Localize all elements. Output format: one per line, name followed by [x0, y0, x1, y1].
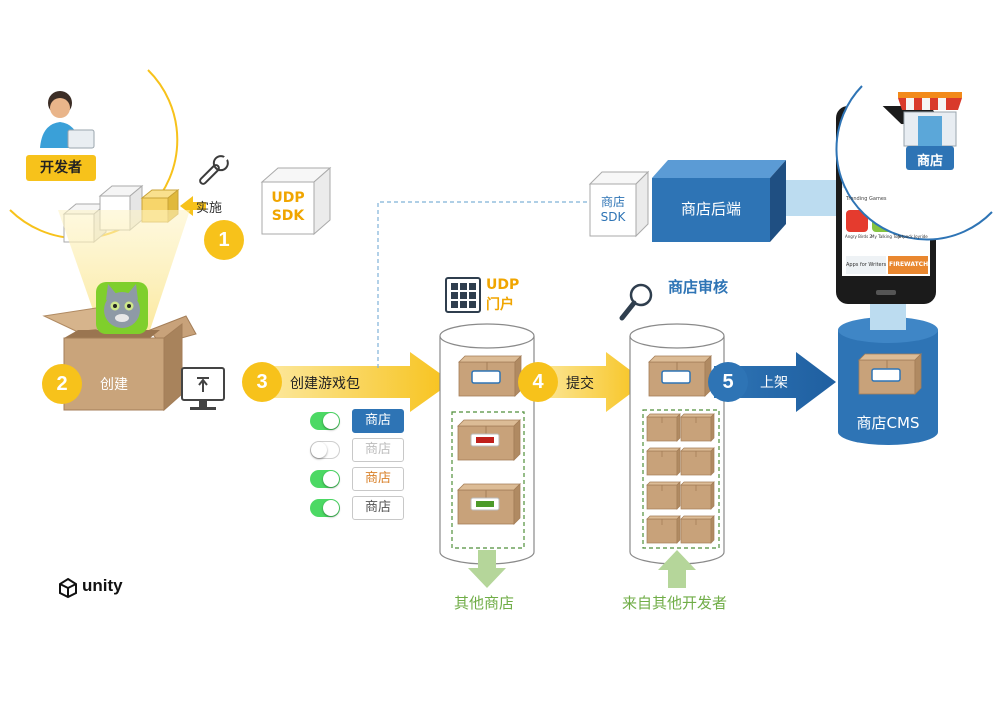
phone-game-3: Jetpack Joyride	[898, 234, 928, 239]
light-beam	[58, 210, 190, 330]
udp-sdk-label-1: UDP	[271, 190, 305, 206]
store-badge-label: 商店	[916, 154, 943, 169]
from-other-developers-arrow	[658, 550, 696, 588]
wrench-icon	[199, 155, 229, 185]
store-tag-4: 商店	[352, 496, 404, 520]
step-1-badge: 1	[204, 220, 244, 260]
store-sdk-cube	[588, 170, 650, 238]
store-backend-label: 商店后端	[680, 200, 741, 218]
store-toggle-3[interactable]	[310, 470, 340, 488]
storefront-icon	[898, 92, 962, 147]
store-area-arc	[835, 85, 993, 241]
udp-portal-label-1: UDP	[486, 277, 520, 293]
store-tag-3: 商店	[352, 467, 404, 491]
magnifier-icon	[619, 283, 653, 321]
publish-arrow	[714, 352, 836, 412]
store-toggle-4[interactable]	[310, 499, 340, 517]
portal-grid-icon	[445, 277, 481, 313]
submit-label: 提交	[566, 376, 594, 392]
store-badge-bg	[906, 146, 954, 170]
store-tag-2: 商店	[352, 438, 404, 462]
backend-phone-connector	[786, 180, 844, 216]
step-4-badge: 4	[518, 362, 558, 402]
store-tag-1: 商店	[352, 409, 404, 433]
to-other-stores-arrow	[468, 550, 506, 588]
sdk-connection-line	[377, 201, 596, 368]
unity-logo-text: unity	[82, 576, 123, 595]
portal-store-packages-group	[451, 411, 525, 549]
step-2-badge: 2	[42, 364, 82, 404]
create-package-arrow	[262, 352, 452, 412]
developer-label: 开发者	[26, 155, 96, 181]
store-sdk-label-2: SDK	[600, 210, 626, 224]
phone-game-1: Angry Birds 2	[845, 234, 872, 239]
unity-logo-icon	[59, 577, 77, 599]
game-icon	[96, 282, 148, 334]
submit-arrow	[534, 352, 646, 412]
step-5-badge: 5	[708, 362, 748, 402]
monitor-upload-icon	[181, 367, 225, 410]
phone-section-title: Trending Games	[846, 196, 887, 202]
udp-sdk-cube	[260, 166, 332, 236]
store-sdk-label-1: 商店	[600, 195, 625, 209]
developer-avatar	[40, 91, 95, 149]
step-3-badge: 3	[242, 362, 282, 402]
store-review-label: 商店审核	[668, 278, 729, 296]
phone-banner-right: FIREWATCH	[889, 261, 929, 268]
other-developers-packages-group	[642, 409, 720, 549]
phone-banner-left: Apps for Writers	[846, 262, 887, 268]
udp-portal-label-2: 门户	[486, 297, 514, 313]
publish-label: 上架	[760, 375, 788, 391]
store-backend-block	[652, 160, 786, 242]
create-package-label: 创建游戏包	[290, 376, 360, 392]
udp-sdk-label-2: SDK	[271, 208, 305, 224]
other-stores-label: 其他商店	[454, 594, 515, 612]
phone-cms-connector	[870, 300, 906, 330]
create-label: 创建	[100, 377, 128, 393]
implement-label: 实施	[196, 201, 223, 216]
store-toggle-2[interactable]	[310, 441, 340, 459]
other-developers-label: 来自其他开发者	[622, 594, 728, 612]
store-cms-label: 商店CMS	[856, 414, 920, 432]
phone-game-2: My Talking Tom	[871, 234, 902, 239]
store-toggle-1[interactable]	[310, 412, 340, 430]
